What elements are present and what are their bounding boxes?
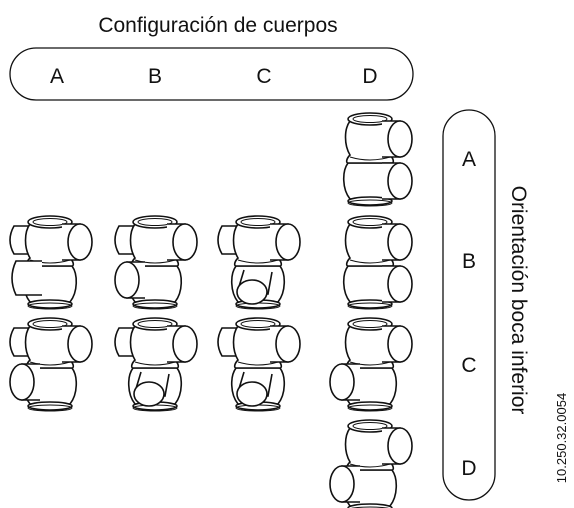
bottom-flange [347,196,393,206]
bottom-flange-edge [347,199,393,207]
waist-line [237,259,279,264]
lower-port [114,261,140,299]
valve-body [217,215,301,310]
valve-body [217,317,301,412]
bottom-flange-edge [347,302,393,310]
top-flange-inner [352,320,388,328]
valve-body [329,419,413,508]
lower-port [387,162,413,200]
lower-port [236,381,268,407]
column-label-a: A [50,65,64,88]
top-flange-inner [137,218,173,226]
valve-body [9,215,93,310]
row-label-d: D [461,457,476,480]
lower-port [329,363,355,401]
row-label-a: A [462,148,476,171]
diagram-title: Configuración de cuerpos [98,14,337,37]
column-label-d: D [362,65,377,88]
lower-port [329,465,355,503]
reference-code: 10.250.32.0054 [554,393,569,483]
waist-line [349,156,391,161]
waist-line [349,463,391,468]
waist-line [349,259,391,264]
upper-port [387,120,413,158]
bottom-flange-edge [27,302,73,310]
column-header-capsule [9,47,414,101]
valve-body [329,317,413,412]
lower-port [11,260,42,296]
top-flange-inner [137,320,173,328]
bottom-flange [347,299,393,309]
bottom-flange-edge [347,404,393,412]
row-label-b: B [462,250,476,273]
top-flange-inner [352,218,388,226]
waist-line [237,361,279,366]
column-label-b: B [148,65,162,88]
upper-port [172,223,198,261]
top-flange-inner [32,320,68,328]
column-label-c: C [256,65,271,88]
lower-port [236,279,268,305]
top-flange-inner [352,115,388,123]
bottom-flange [132,299,178,309]
lower-port [133,381,165,407]
waist-line [349,361,391,366]
valve-body [342,215,413,310]
valve-body [114,317,198,412]
valve-body [114,215,198,310]
upper-port [275,223,301,261]
side-title: Orientación boca inferior [507,186,530,415]
top-flange-inner [240,320,276,328]
upper-port [67,223,93,261]
bottom-flange-edge [132,302,178,310]
waist-line [134,259,176,264]
valve-body [9,317,93,412]
lower-port [9,363,35,401]
bottom-flange-edge [350,506,390,508]
bottom-flange [347,401,393,411]
top-flange-inner [32,218,68,226]
top-flange-inner [352,422,388,430]
valves-layer [9,112,413,508]
upper-port [387,325,413,363]
bottom-flange-edge [27,404,73,412]
bottom-flange [27,401,73,411]
bottom-flange [27,299,73,309]
top-flange-inner [240,218,276,226]
row-header-capsule [442,109,496,501]
upper-port [275,325,301,363]
lower-port [387,265,413,303]
upper-port [172,325,198,363]
waist-line [29,361,71,366]
upper-port [387,223,413,261]
upper-port [387,427,413,465]
upper-port [67,325,93,363]
waist-line [134,361,176,366]
row-label-c: C [461,354,476,377]
valve-body [342,112,413,207]
